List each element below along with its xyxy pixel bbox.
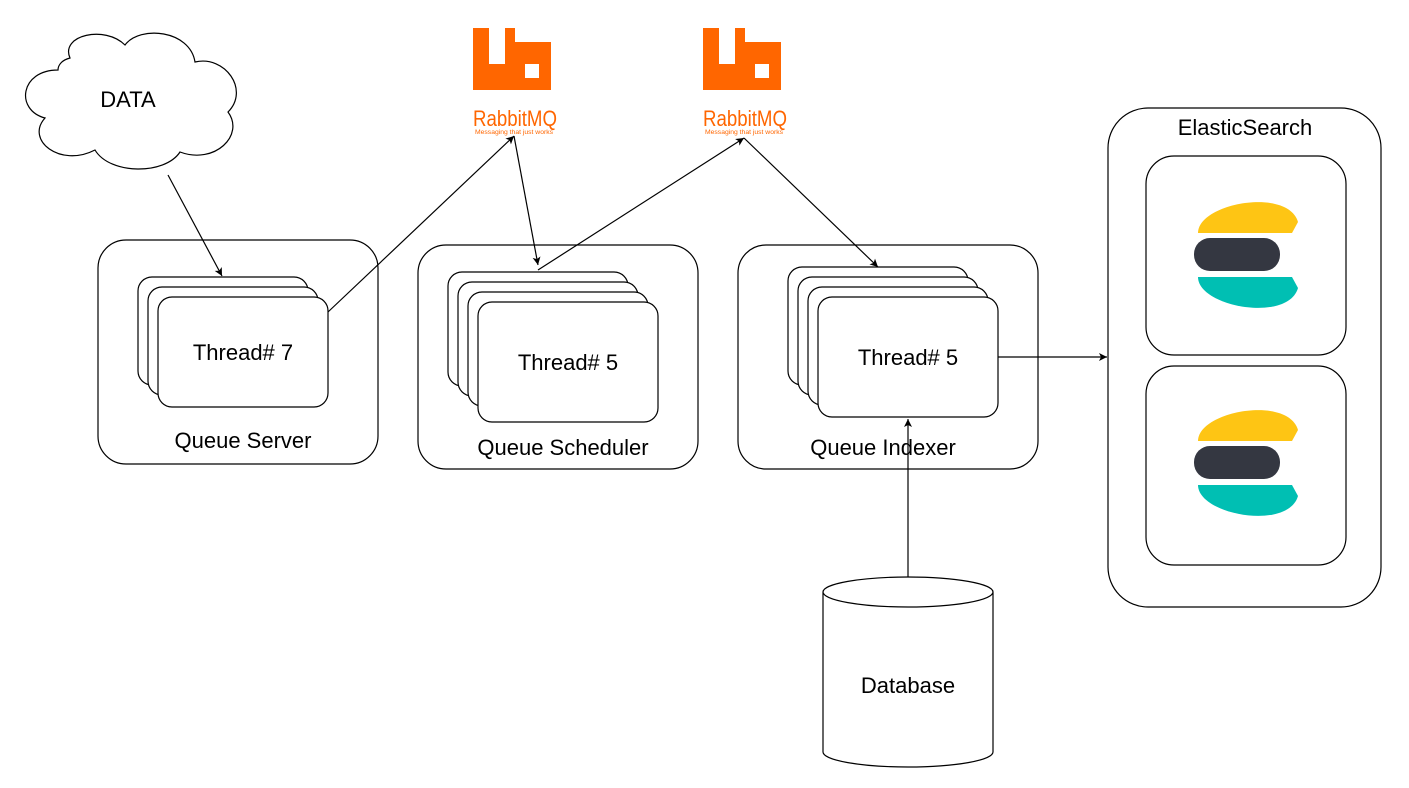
rabbitmq-logo: RabbitMQ Messaging that just works bbox=[473, 28, 557, 136]
queue-scheduler-label: Queue Scheduler bbox=[477, 435, 648, 460]
rabbitmq-logo: RabbitMQ Messaging that just works bbox=[703, 28, 787, 136]
data-cloud-label: DATA bbox=[100, 87, 156, 112]
rabbitmq-tagline: Messaging that just works bbox=[475, 130, 553, 136]
thread-count-label: Thread# 5 bbox=[518, 350, 618, 375]
connectors bbox=[167, 135, 1107, 577]
database-label: Database bbox=[861, 673, 955, 698]
rabbitmq-tagline: Messaging that just works bbox=[705, 130, 783, 136]
elasticsearch-cluster: ElasticSearch bbox=[1107, 107, 1382, 608]
queue-server-label: Queue Server bbox=[175, 428, 312, 453]
queue-indexer: Thread# 5 Queue Indexer bbox=[737, 244, 1039, 470]
elasticsearch-logo-icon bbox=[1194, 202, 1298, 308]
edge-scheduler-to-rabbitmq bbox=[537, 137, 745, 271]
data-cloud: DATA bbox=[24, 32, 237, 170]
edge-rabbitmq-to-indexer bbox=[743, 137, 879, 268]
edge-rabbitmq-to-scheduler bbox=[513, 135, 541, 266]
rabbitmq-wordmark: RabbitMQ bbox=[473, 106, 557, 131]
thread-count-label: Thread# 7 bbox=[193, 340, 293, 365]
queue-indexer-label: Queue Indexer bbox=[810, 435, 956, 460]
edge-server-to-rabbitmq bbox=[327, 135, 515, 313]
elasticsearch-logo-icon bbox=[1194, 410, 1298, 516]
queue-scheduler: Thread# 5 Queue Scheduler bbox=[417, 244, 699, 470]
rabbitmq-wordmark: RabbitMQ bbox=[703, 106, 787, 131]
database-cylinder: Database bbox=[822, 576, 994, 768]
thread-card bbox=[157, 296, 329, 408]
thread-count-label: Thread# 5 bbox=[858, 345, 958, 370]
queue-server: Thread# 7 Queue Server bbox=[97, 239, 379, 465]
thread-card bbox=[477, 301, 659, 423]
elasticsearch-label: ElasticSearch bbox=[1178, 115, 1313, 140]
edge-data-to-server bbox=[167, 174, 223, 277]
